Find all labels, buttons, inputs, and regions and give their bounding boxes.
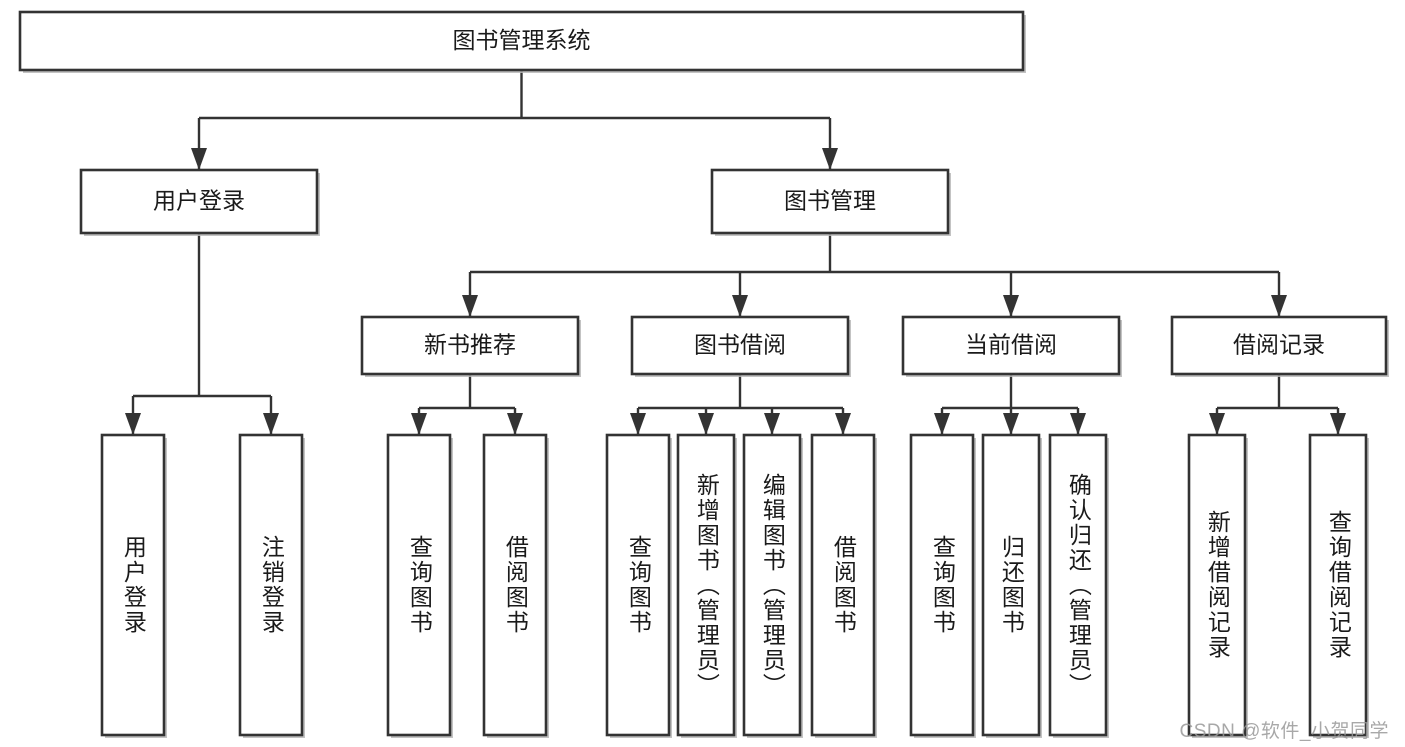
- arrow-head-icon: [462, 295, 478, 317]
- arrow-head-icon: [764, 413, 780, 435]
- arrow-head-icon: [822, 148, 838, 170]
- node-leaf-query-record[interactable]: [1308, 433, 1368, 737]
- node-new-book-recommend[interactable]: [360, 315, 580, 376]
- node-leaf-logout[interactable]: [238, 433, 304, 737]
- node-leaf-add-record[interactable]: [1187, 433, 1247, 737]
- node-user-login[interactable]: [79, 168, 319, 235]
- arrow-head-icon: [732, 295, 748, 317]
- node-label-current-borrow: 当前借阅: [965, 332, 1057, 358]
- arrow-head-icon: [191, 148, 207, 170]
- arrow-head-icon: [411, 413, 427, 435]
- arrow-head-icon: [630, 413, 646, 435]
- node-book-manage[interactable]: [710, 168, 950, 235]
- node-leaf-query-book-1[interactable]: [386, 433, 452, 737]
- node-leaf-confirm-return[interactable]: [1048, 433, 1108, 737]
- arrow-head-icon: [934, 413, 950, 435]
- node-leaf-query-book-2[interactable]: [605, 433, 671, 737]
- arrow-head-icon: [507, 413, 523, 435]
- connector-layer: [125, 70, 1346, 435]
- node-label-book-manage: 图书管理: [784, 188, 876, 214]
- node-leaf-add-book[interactable]: [676, 433, 736, 737]
- arrow-head-icon: [1330, 413, 1346, 435]
- watermark-text: CSDN @软件_小贺同学: [1179, 721, 1389, 742]
- node-leaf-borrow-book-1[interactable]: [482, 433, 548, 737]
- node-leaf-borrow-book-2[interactable]: [810, 433, 876, 737]
- node-leaf-query-book-3[interactable]: [909, 433, 975, 737]
- arrow-head-icon: [1271, 295, 1287, 317]
- node-label-borrow-record: 借阅记录: [1233, 332, 1325, 358]
- node-root[interactable]: [18, 10, 1025, 72]
- node-label-root: 图书管理系统: [453, 27, 591, 53]
- node-label-user-login: 用户登录: [153, 188, 245, 214]
- node-leaf-return-book[interactable]: [981, 433, 1041, 737]
- arrow-head-icon: [1070, 413, 1086, 435]
- node-label-book-borrow: 图书借阅: [694, 332, 786, 358]
- arrow-head-icon: [698, 413, 714, 435]
- arrow-head-icon: [125, 413, 141, 435]
- node-leaf-edit-book[interactable]: [742, 433, 802, 737]
- node-leaf-user-login[interactable]: [100, 433, 166, 737]
- arrow-head-icon: [263, 413, 279, 435]
- arrow-head-icon: [1003, 295, 1019, 317]
- arrow-head-icon: [1209, 413, 1225, 435]
- arrow-head-icon: [835, 413, 851, 435]
- node-book-borrow[interactable]: [630, 315, 850, 376]
- node-current-borrow[interactable]: [901, 315, 1121, 376]
- arrow-head-icon: [1003, 413, 1019, 435]
- node-box-layer: [18, 10, 1389, 738]
- node-label-new-book-recommend: 新书推荐: [424, 332, 516, 358]
- node-borrow-record[interactable]: [1170, 315, 1388, 376]
